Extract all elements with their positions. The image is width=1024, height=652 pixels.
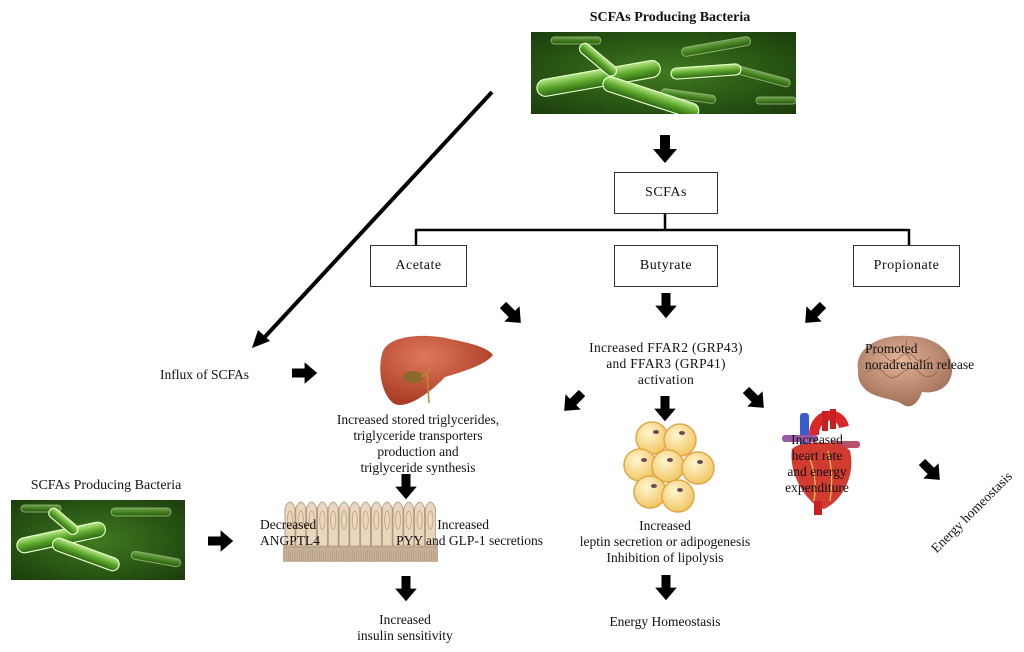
decreased-text-line: Decreased <box>260 517 317 532</box>
gut-cell <box>306 501 317 547</box>
heart-text-line: Increased <box>791 432 843 447</box>
arrow-influx <box>292 362 318 384</box>
gut-cell-nucleus <box>330 510 337 530</box>
influx-label: Influx of SCFAs <box>160 367 250 382</box>
acetate-box: Acetate <box>370 245 467 287</box>
adipose-text: Increased leptin secretion or adipogenes… <box>565 518 765 566</box>
gut-cell <box>338 501 350 547</box>
gut-epithelium-image <box>283 498 439 564</box>
top-bacteria-image <box>531 32 796 114</box>
arrow-adipose-down <box>655 575 677 601</box>
gut-cell-nucleus <box>405 510 412 530</box>
increased-pyy-line: Increased <box>437 517 489 532</box>
arrow-propionate <box>797 297 831 331</box>
heart-text-line: heart rate <box>791 448 843 463</box>
bottom-bacteria-image <box>11 500 185 580</box>
insulin-text: Increased insulin sensitivity <box>320 612 490 644</box>
liver-text-line: triglyceride transporters <box>353 428 483 443</box>
brain-image <box>852 330 957 410</box>
gut-cell <box>317 501 328 547</box>
decreased-text-line: ANGPTL4 <box>260 533 320 548</box>
liver-text-line: production and <box>377 444 459 459</box>
gut-cell-nucleus <box>395 510 401 530</box>
gut-cell <box>349 501 361 547</box>
liver-text-line: triglyceride synthesis <box>360 460 476 475</box>
arrow-gut-down <box>395 576 417 602</box>
arrow-acetate <box>495 297 529 331</box>
arrow-liver-down <box>395 474 417 500</box>
gut-cell <box>284 501 296 547</box>
arrow-bacteria-to-scfas <box>653 135 677 163</box>
increased-pyy-line: PYY and GLP-1 secretions <box>396 533 543 548</box>
butyrate-box: Butyrate <box>614 245 718 287</box>
arrow-butyrate <box>655 293 677 319</box>
ffar-text-line: activation <box>637 372 695 387</box>
adipocytes-image <box>622 420 722 518</box>
gut-cell-nucleus <box>416 510 423 530</box>
bottom-bacteria-title: SCFAs Producing Bacteria <box>30 478 182 493</box>
heart-text: Increased heart rate and energy expendit… <box>781 432 853 496</box>
ffar-text-line: and FFAR3 (GRP41) <box>606 356 726 371</box>
decreased-angptl4-text: Decreased ANGPTL4 <box>260 517 320 549</box>
gut-cell-nucleus <box>362 510 369 530</box>
insulin-text-line: insulin sensitivity <box>357 628 453 643</box>
gut-cell <box>414 501 425 547</box>
gut-cell-nucleus <box>297 510 304 530</box>
gut-cell <box>403 501 415 547</box>
insulin-text-line: Increased <box>379 612 431 627</box>
liver-image <box>375 333 495 413</box>
brain-text: Promoted noradrenalin release <box>865 341 974 373</box>
gut-cell <box>327 501 339 547</box>
liver-text-line: Increased stored triglycerides, <box>336 412 500 427</box>
heart-text-line: and energy <box>787 464 847 479</box>
propionate-box: Propionate <box>853 245 960 287</box>
adipose-text-line: Inhibition of lipolysis <box>606 550 724 565</box>
gut-cell-nucleus <box>319 510 326 530</box>
arrow-bacteria-to-gut <box>208 530 234 552</box>
brain-text-line: Promoted <box>865 341 918 356</box>
gut-cell <box>392 501 404 547</box>
ffar-text: Increased FFAR2 (GRP43) and FFAR3 (GRP41… <box>566 340 766 388</box>
gut-cell-nucleus <box>373 510 380 530</box>
gut-cell <box>371 501 382 547</box>
liver-text: Increased stored triglycerides, triglyce… <box>318 412 518 476</box>
adipose-text-line: Increased <box>639 518 691 533</box>
top-bacteria-title: SCFAs Producing Bacteria <box>589 10 751 25</box>
gut-cell <box>381 501 393 547</box>
gut-cell <box>425 501 436 547</box>
ffar-text-line: Increased FFAR2 (GRP43) <box>589 340 743 355</box>
gut-cell-nucleus <box>287 510 293 530</box>
heart-text-line: expenditure <box>785 480 849 495</box>
energy-homeostasis-label: Energy Homeostasis <box>609 614 721 629</box>
arrow-energy-rotated <box>914 454 948 488</box>
gut-cell-nucleus <box>351 510 358 530</box>
scfas-box: SCFAs <box>614 172 718 214</box>
adipose-text-line: leptin secretion or adipogenesis <box>579 534 751 549</box>
gut-cell-nucleus <box>427 510 434 530</box>
gut-cell-nucleus <box>308 510 315 530</box>
gut-cell-nucleus <box>341 510 347 530</box>
gut-cell <box>295 501 307 547</box>
gut-cell-nucleus <box>384 510 391 530</box>
increased-pyy-text: Increased PYY and GLP-1 secretions <box>378 517 543 549</box>
brain-text-line: noradrenalin release <box>865 357 975 372</box>
gut-cell <box>360 501 371 547</box>
long-diagonal-arrow <box>252 90 494 348</box>
arrow-ffar-left <box>556 385 590 419</box>
heart-image <box>778 405 863 515</box>
arrow-ffar-down <box>654 396 676 422</box>
